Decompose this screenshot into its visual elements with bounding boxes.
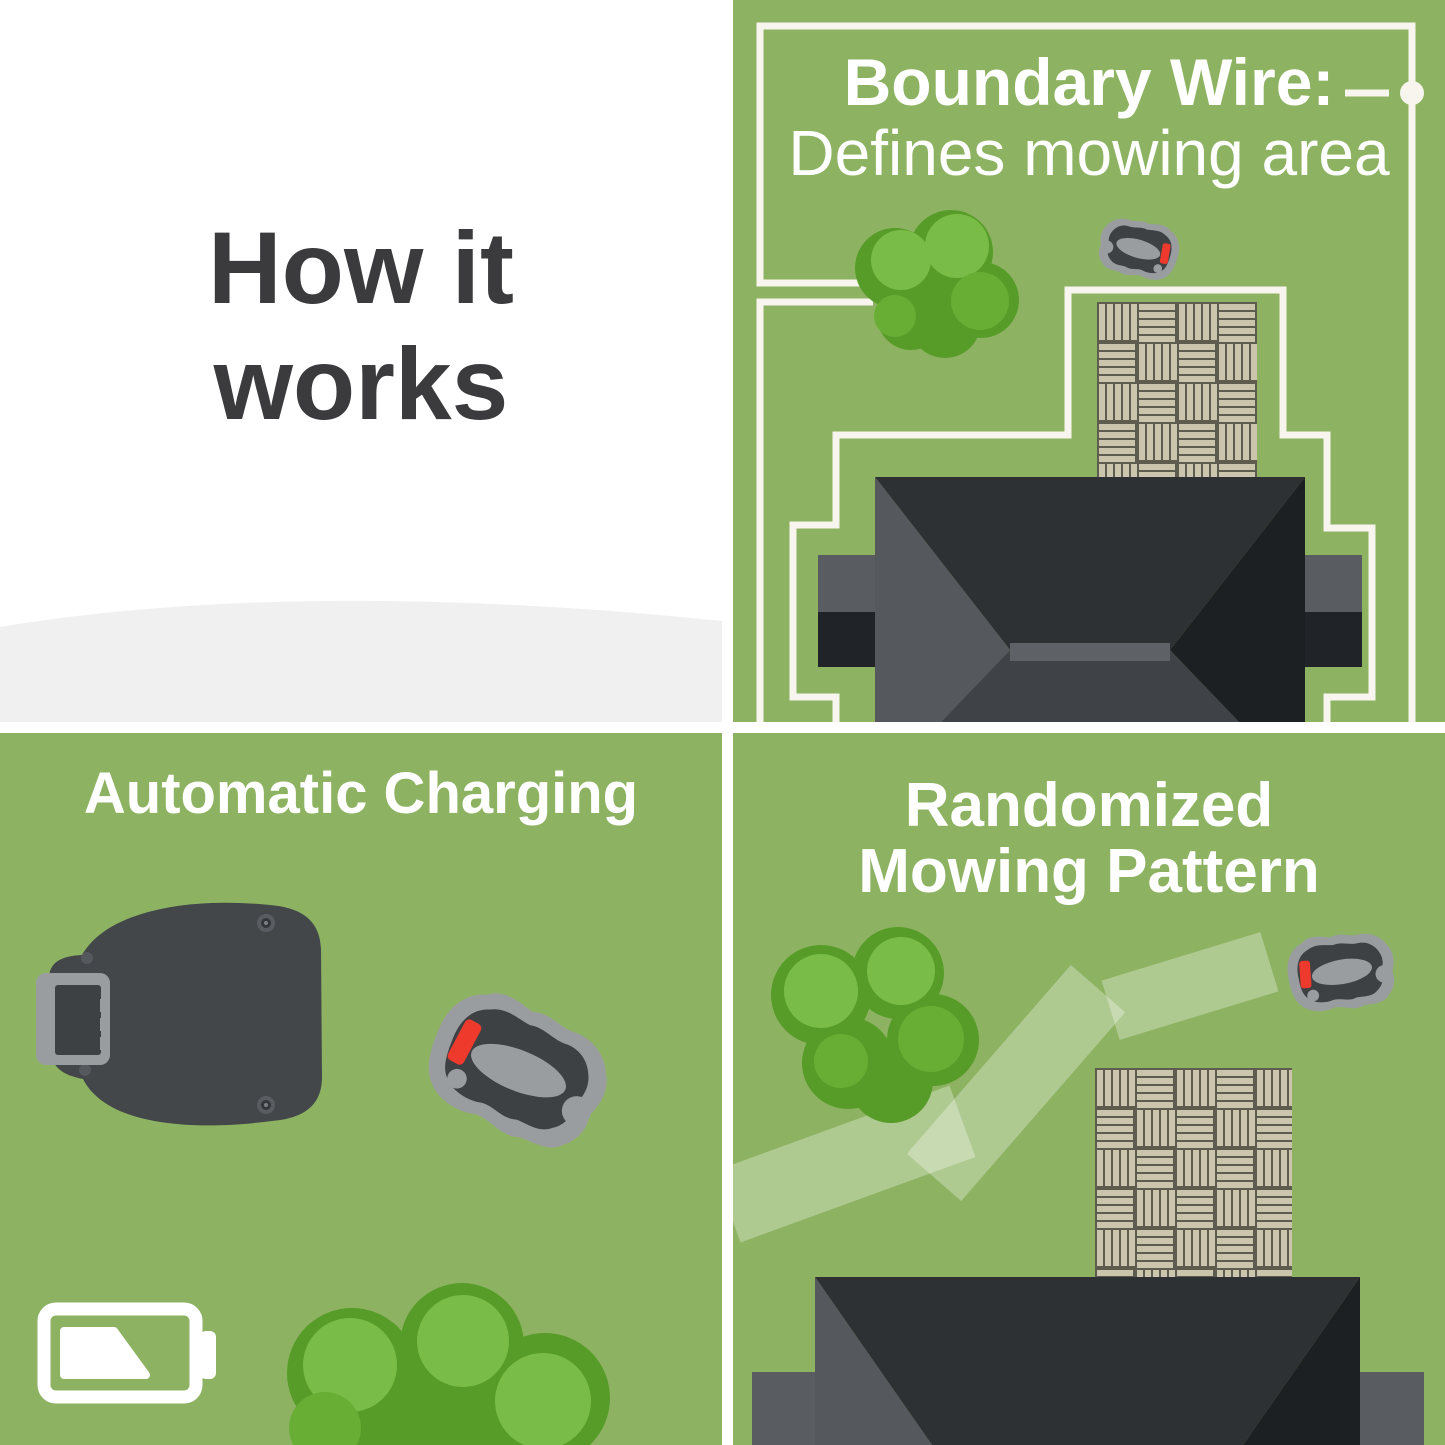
automatic-charging-heading: Automatic Charging [83,761,639,826]
hill-scene [0,600,722,722]
page-title: How it works [0,210,722,442]
charging-scene [36,902,625,1445]
boundary-wire-legend-icon [1345,81,1424,105]
charging-station-icon [36,902,322,1126]
robot-mower-large [409,973,625,1167]
boundary-yard-scene [756,22,1424,722]
patio-walkway [1095,1068,1292,1277]
bush-icon [771,927,979,1123]
boundary-wire-line [756,22,1416,722]
panel-how-it-works: How it works [0,0,722,722]
robot-mower-small [1285,931,1397,1014]
panel-automatic-charging: Automatic Charging [0,733,722,1445]
mowed-path-trails [733,932,1279,1243]
house-wing-left [818,555,875,612]
boundary-wire-subheading: Defines mowing area [788,117,1390,189]
bush-icon [287,1283,610,1445]
boundary-wire-heading: Boundary Wire: [843,45,1335,119]
house-roof [818,477,1362,722]
panel-randomized-mowing: Randomized Mowing Pattern [733,733,1445,1445]
robot-mower-small [1095,214,1183,284]
page-title-line2: works [213,327,509,441]
house-wing-left [752,1372,815,1445]
bush-icon [855,210,1019,358]
panel-boundary-wire: Boundary Wire: Defines mowing area [733,0,1445,722]
hill-shape [0,600,722,722]
randomized-heading-line1: Randomized [904,771,1274,840]
battery-icon [37,1302,216,1404]
house-roof [752,1277,1424,1445]
page-title-line1: How it [208,211,514,325]
house-wing-right [1305,555,1362,612]
randomized-heading-line2: Mowing Pattern [858,837,1320,906]
patio-walkway [1097,302,1257,477]
random-mowing-scene [733,927,1424,1445]
